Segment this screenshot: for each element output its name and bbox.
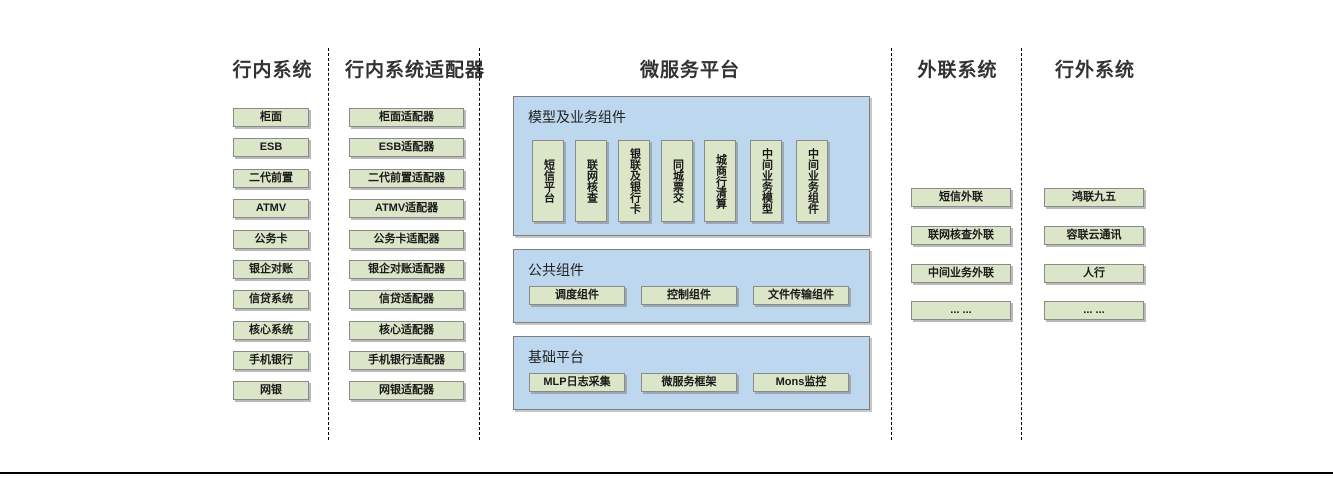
node-inner-adapter[interactable]: 手机银行适配器 <box>349 351 464 370</box>
node-outside-bank-system[interactable]: 人行 <box>1044 264 1144 283</box>
node-public-component[interactable]: 文件传输组件 <box>753 286 849 305</box>
node-inner-adapter[interactable]: 公务卡适配器 <box>349 230 464 249</box>
column-title-microservice-platform: 微服务平台 <box>639 60 740 81</box>
node-inner-system[interactable]: ATMV <box>233 199 309 218</box>
panel-title-model-business-components: 模型及业务组件 <box>528 109 626 125</box>
node-inner-adapter[interactable]: 柜面适配器 <box>349 108 464 127</box>
divider-1 <box>328 48 329 440</box>
node-inner-system[interactable]: 手机银行 <box>233 351 309 370</box>
node-model-component[interactable]: 银联及银行卡 <box>618 140 650 222</box>
node-base-platform-component[interactable]: MLP日志采集 <box>529 373 625 392</box>
node-outside-bank-system[interactable]: ... ... <box>1044 301 1144 320</box>
column-title-external-link-systems: 外联系统 <box>917 60 998 81</box>
node-inner-system[interactable]: 网银 <box>233 381 309 400</box>
node-model-component[interactable]: 联网核查 <box>575 140 607 222</box>
panel-title-public-components: 公共组件 <box>528 262 584 278</box>
node-inner-system[interactable]: 公务卡 <box>233 230 309 249</box>
node-model-component[interactable]: 短信平台 <box>532 140 564 222</box>
node-inner-adapter[interactable]: 核心适配器 <box>349 321 464 340</box>
node-inner-adapter[interactable]: 银企对账适配器 <box>349 260 464 279</box>
column-title-inner-systems: 行内系统 <box>232 60 313 81</box>
node-model-component[interactable]: 同城票交 <box>661 140 693 222</box>
bottom-rule <box>0 472 1333 474</box>
node-outside-bank-system[interactable]: 容联云通讯 <box>1044 226 1144 245</box>
node-inner-system[interactable]: ESB <box>233 138 309 157</box>
column-title-inner-adapters: 行内系统适配器 <box>344 60 485 81</box>
panel-title-base-platform: 基础平台 <box>528 349 584 365</box>
node-inner-system[interactable]: 银企对账 <box>233 260 309 279</box>
node-base-platform-component[interactable]: 微服务框架 <box>641 373 737 392</box>
node-inner-adapter[interactable]: ESB适配器 <box>349 138 464 157</box>
node-external-link-system[interactable]: 联网核查外联 <box>911 226 1011 245</box>
node-public-component[interactable]: 调度组件 <box>529 286 625 305</box>
node-inner-system[interactable]: 柜面 <box>233 108 309 127</box>
divider-2 <box>479 48 480 440</box>
divider-3 <box>891 48 892 440</box>
node-external-link-system[interactable]: ... ... <box>911 301 1011 320</box>
node-inner-adapter[interactable]: ATMV适配器 <box>349 199 464 218</box>
node-model-component[interactable]: 中间业务组件 <box>796 140 828 222</box>
node-inner-adapter[interactable]: 网银适配器 <box>349 381 464 400</box>
node-external-link-system[interactable]: 中间业务外联 <box>911 264 1011 283</box>
node-inner-adapter[interactable]: 二代前置适配器 <box>349 169 464 188</box>
node-model-component[interactable]: 中间业务模型 <box>750 140 782 222</box>
node-model-component[interactable]: 城商行清算 <box>704 140 736 222</box>
node-inner-system[interactable]: 核心系统 <box>233 321 309 340</box>
node-inner-system[interactable]: 信贷系统 <box>233 290 309 309</box>
node-inner-system[interactable]: 二代前置 <box>233 169 309 188</box>
node-public-component[interactable]: 控制组件 <box>641 286 737 305</box>
column-title-outside-bank-systems: 行外系统 <box>1054 60 1135 81</box>
divider-4 <box>1021 48 1022 440</box>
node-base-platform-component[interactable]: Mons监控 <box>753 373 849 392</box>
node-inner-adapter[interactable]: 信贷适配器 <box>349 290 464 309</box>
node-outside-bank-system[interactable]: 鸿联九五 <box>1044 188 1144 207</box>
node-external-link-system[interactable]: 短信外联 <box>911 188 1011 207</box>
